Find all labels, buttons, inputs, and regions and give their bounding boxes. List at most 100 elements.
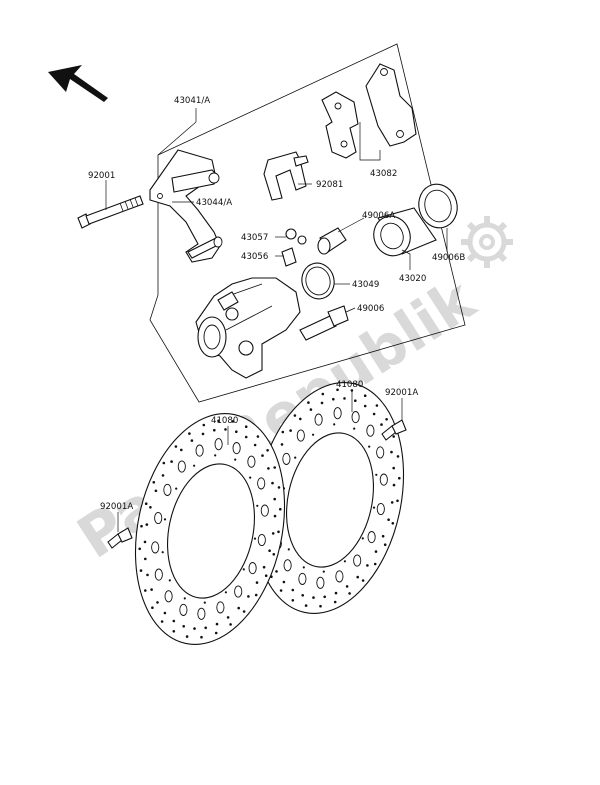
disc-drill-dot (229, 623, 232, 626)
disc-drill-dot (172, 619, 176, 623)
disc-drill-dot (204, 626, 207, 630)
disc-drill-dot (333, 600, 337, 604)
label-43020: 43020 (399, 274, 426, 284)
disc-drill-dot (385, 418, 388, 421)
disc-drill-dot (266, 449, 269, 452)
disc-vent-hole (197, 607, 206, 620)
disc-drill-dot (279, 589, 283, 592)
disc-vent-hole (248, 562, 257, 575)
disc-drill-dot (182, 625, 185, 628)
disc-drill-dot (375, 473, 378, 476)
disc-vent-hole (164, 590, 173, 603)
disc-drill-dot (319, 604, 322, 608)
disc-drill-dot (366, 564, 369, 567)
disc-drill-dot (277, 486, 281, 489)
disc-drill-dot (175, 487, 178, 490)
disc-drill-dot (294, 456, 297, 459)
disc-vent-hole (247, 455, 256, 468)
disc-vent-hole (232, 442, 241, 455)
label-92001a-left: 92001A (100, 502, 133, 512)
pad-spring-92081 (263, 151, 309, 201)
disc-drill-dot (264, 574, 268, 577)
disc-drill-dot (151, 606, 154, 609)
disc-drill-dot (193, 464, 196, 467)
disc-vent-hole (351, 411, 360, 424)
disc-drill-dot (256, 435, 260, 438)
disc-drill-dot (226, 616, 230, 619)
disc-drill-dot (144, 557, 147, 561)
disc-drill-dot (161, 474, 165, 477)
disc-drill-dot (383, 543, 387, 546)
disc-vent-hole (376, 446, 385, 459)
disc-drill-dot (271, 481, 274, 485)
disc-drill-dot (149, 506, 152, 509)
disc-drill-dot (396, 499, 399, 503)
disc-drill-dot (224, 428, 227, 431)
disc-drill-dot (254, 593, 258, 597)
disc-drill-dot (237, 606, 240, 610)
disc-drill-dot (145, 523, 149, 526)
disc-drill-dot (231, 420, 235, 423)
label-92081: 92081 (316, 180, 343, 190)
disc-vent-hole (366, 424, 375, 437)
caliper-body (195, 277, 301, 379)
disc-drill-dot (273, 466, 277, 469)
disc-vent-hole (367, 531, 376, 544)
disc-drill-dot (256, 504, 259, 507)
disc-drill-dot (343, 397, 346, 400)
bolt-92001 (77, 195, 144, 229)
front-direction-arrow-icon (48, 65, 108, 102)
disc-drill-dot (234, 458, 237, 461)
disc-drill-dot (291, 599, 295, 602)
disc-drill-dot (312, 433, 315, 436)
disc-drill-dot (392, 435, 396, 438)
disc-drill-dot (390, 501, 394, 504)
disc-drill-dot (304, 604, 308, 607)
leader-lines (105, 108, 448, 532)
disc-vent-hole (379, 473, 388, 486)
disc-drill-dot (170, 460, 173, 463)
disc-drill-dot (242, 610, 246, 613)
disc-drill-dot (321, 392, 325, 396)
disc-vent-hole (316, 576, 325, 589)
disc-vent-hole (353, 554, 362, 567)
disc-drill-dot (320, 401, 324, 405)
disc-drill-dot (139, 569, 143, 572)
disc-drill-dot (375, 404, 379, 407)
disc-drill-dot (183, 597, 186, 600)
disc-bolt-92001a-right (381, 419, 407, 441)
disc-drill-dot (372, 412, 376, 416)
disc-drill-dot (373, 562, 377, 566)
disc-drill-dot (281, 430, 285, 434)
disc-vent-hole (376, 502, 385, 516)
label-43057: 43057 (241, 233, 268, 243)
disc-vent-hole (257, 477, 266, 490)
disc-drill-dot (190, 439, 194, 442)
disc-drill-dot (249, 476, 252, 479)
disc-vent-hole (260, 504, 269, 517)
disc-drill-dot (242, 568, 245, 571)
disc-drill-dot (156, 601, 159, 604)
piston-seal-43049 (301, 262, 335, 300)
disc-drill-dot (163, 518, 167, 521)
disc-vent-hole (298, 572, 307, 585)
disc-drill-dot (185, 635, 189, 638)
disc-vent-hole (154, 511, 163, 525)
disc-drill-dot (374, 550, 378, 553)
disc-drill-dot (244, 435, 248, 439)
disc-drill-dot (343, 560, 346, 563)
disc-drill-dot (152, 481, 156, 484)
disc-drill-dot (268, 549, 271, 552)
disc-vent-hole (282, 452, 291, 465)
disc-drill-dot (203, 601, 206, 604)
disc-drill-dot (161, 551, 164, 554)
disc-drill-dot (272, 553, 276, 556)
disc-drill-dot (224, 591, 227, 594)
disc-drill-dot (368, 445, 371, 448)
disc-drill-dot (361, 537, 364, 540)
disc-drill-dot (345, 585, 349, 588)
disc-drill-dot (323, 595, 327, 599)
part-labels: 43041/A 92001 43044/A 92081 43082 43057 … (88, 96, 465, 512)
disc-drill-dot (271, 532, 275, 535)
disc-drill-dot (202, 423, 206, 427)
